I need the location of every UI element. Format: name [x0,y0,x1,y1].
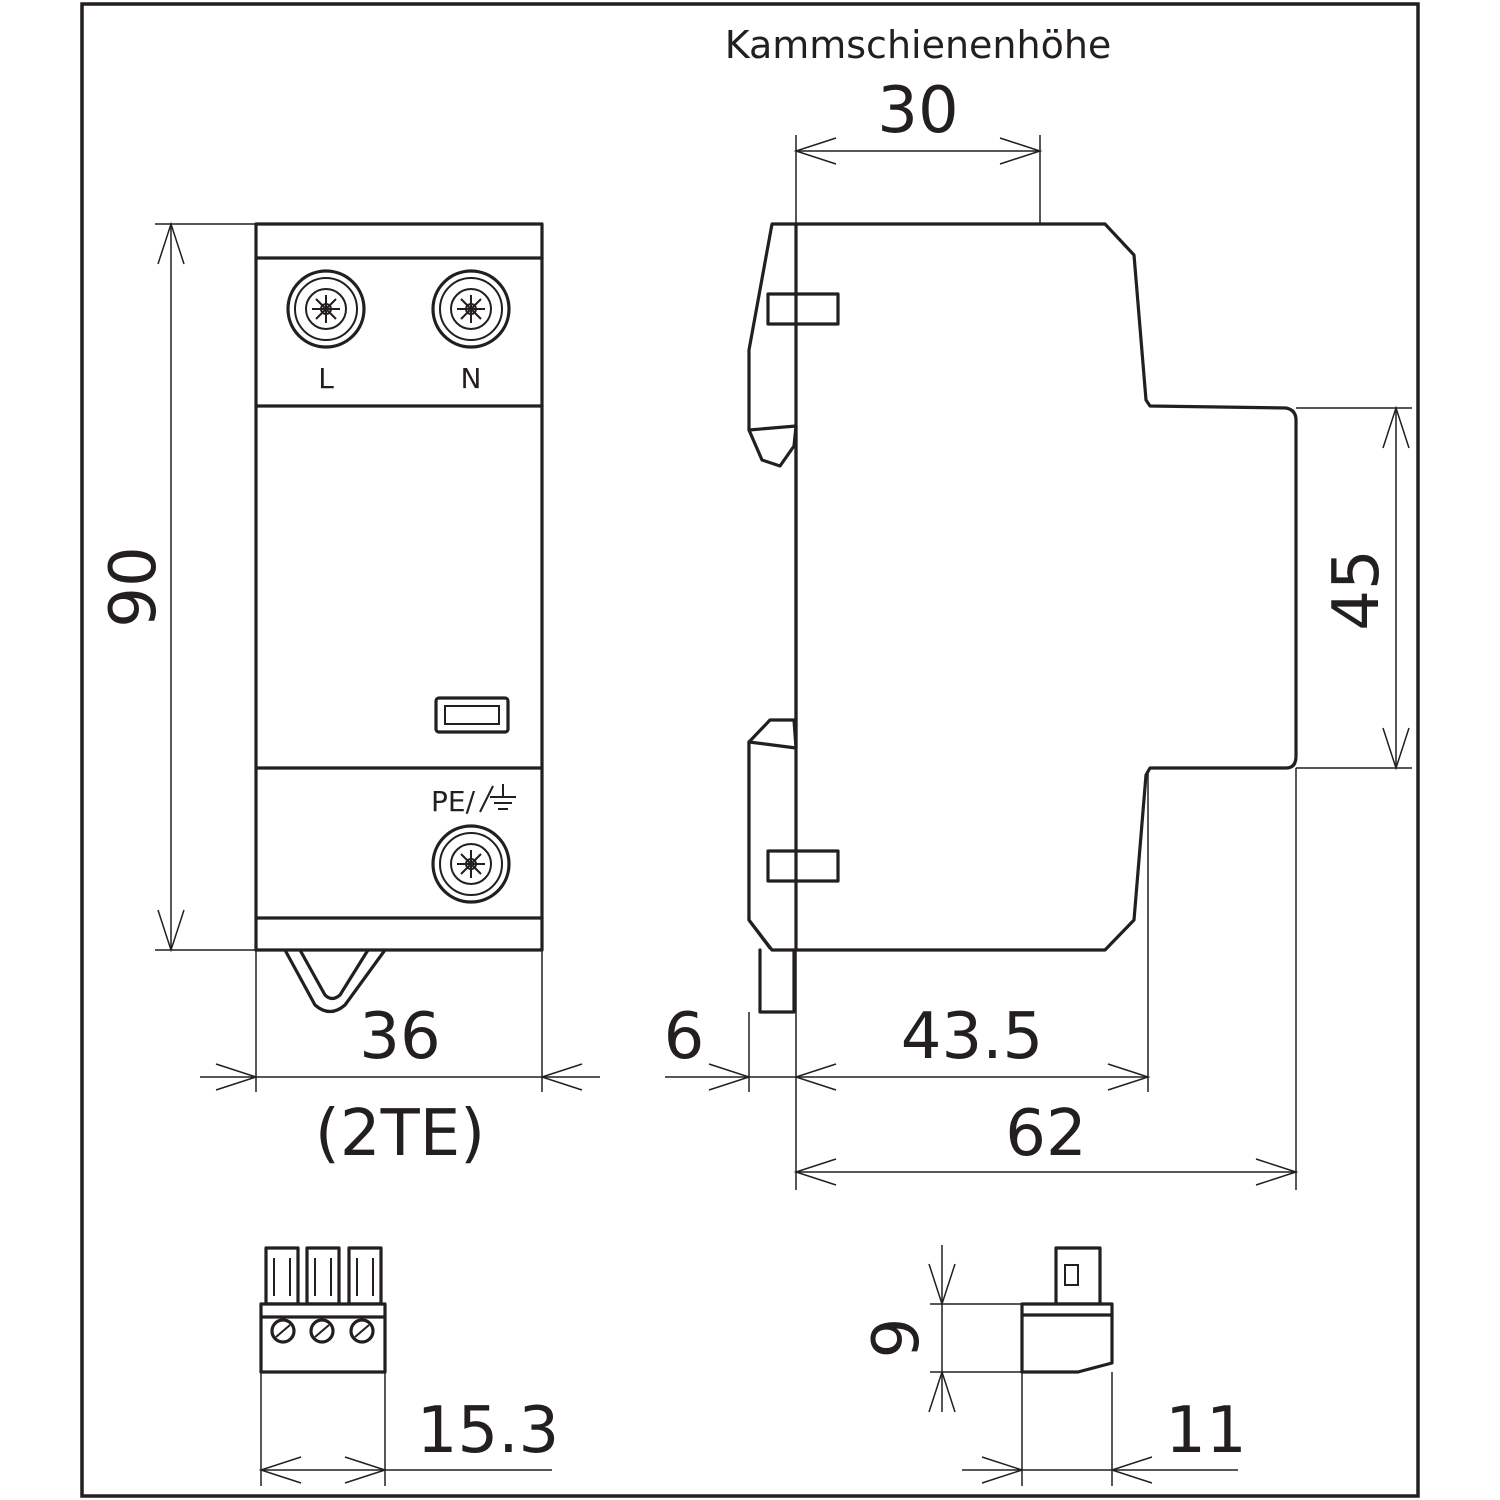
dim-connector-height-9: 9 [860,1318,934,1359]
din-clip [283,948,387,1014]
dim-height-90: 90 [97,546,171,627]
connector-front-view: 15.3 [258,1246,560,1486]
connector-screw-1-icon [270,1318,296,1344]
dim-foot-6: 6 [664,1000,705,1074]
dim-connector-depth-11: 11 [1165,1394,1246,1468]
comb-rail-height-label: Kammschienenhöhe [725,23,1112,67]
terminal-screw-pe-icon [431,824,511,904]
terminal-label-n: N [461,362,482,395]
dim-total-depth-62: 62 [1005,1097,1086,1171]
side-latch-top [766,292,840,326]
terminal-label-l: L [318,362,334,395]
dim-connector-width-15-3: 15.3 [417,1394,560,1468]
dim-width-note-2te: (2TE) [315,1097,485,1171]
side-view: 30 45 6 43.5 62 [664,74,1412,1190]
dim-comb-height-30: 30 [877,74,958,148]
connector-screw-3-icon [349,1318,375,1344]
connector-plug-1 [264,1246,300,1306]
front-view: L N PE/ 90 36 (2TE) [97,221,600,1171]
terminal-screw-l-icon [286,269,366,349]
dim-width-36: 36 [359,1000,440,1074]
front-housing [254,222,544,952]
connector-screw-2-icon [309,1318,335,1344]
dim-step-45: 45 [1320,549,1394,630]
dim-depth-43-5: 43.5 [901,1000,1044,1074]
connector-side-body [1020,1302,1114,1374]
connector-plug-3 [347,1246,383,1306]
terminal-label-pe: PE/ [431,785,476,818]
drawing-frame [80,2,1420,1498]
status-indicator-window [434,696,510,734]
earth-symbol-icon [479,784,516,813]
side-latch-bottom [766,849,840,883]
connector-plug-2 [305,1246,341,1306]
terminal-screw-n-icon [431,269,511,349]
side-housing [747,222,1298,952]
connector-side-view: 9 11 [860,1245,1247,1486]
